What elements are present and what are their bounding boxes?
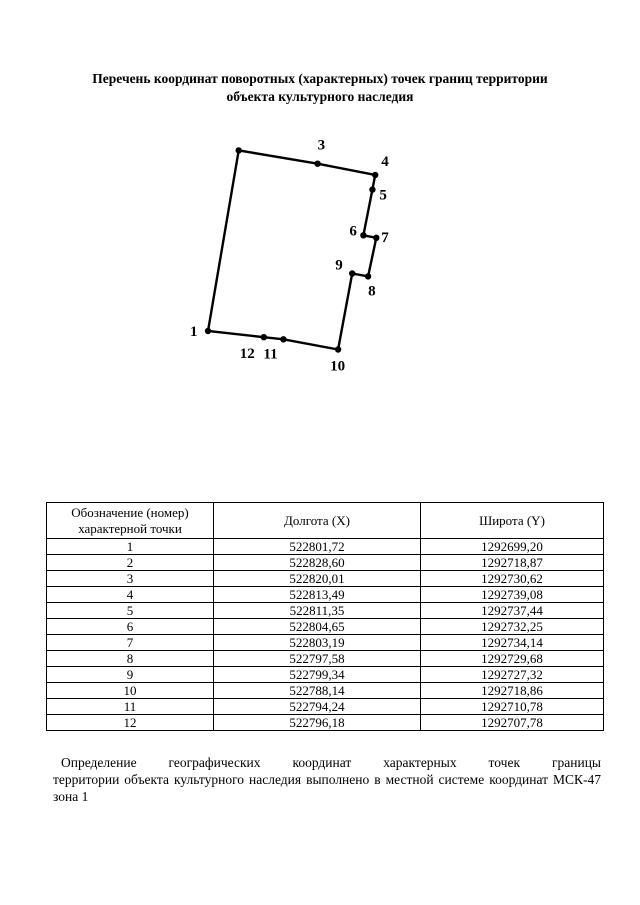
cell-y: 1292737,44	[420, 602, 604, 619]
point-label-4: 4	[381, 154, 389, 170]
point-label-1: 1	[190, 324, 198, 340]
boundary-point-1	[204, 327, 212, 335]
header-y: Широта (Y)	[420, 502, 604, 539]
cell-y: 1292718,86	[420, 682, 604, 699]
cell-x: 522788,14	[213, 682, 421, 699]
boundary-point-2	[235, 147, 242, 154]
boundary-plan: 123456789101112	[190, 140, 389, 375]
cell-n: 12	[46, 714, 214, 731]
table-header-row: Обозначение (номер) характерной точки До…	[46, 502, 604, 539]
cell-x: 522811,35	[213, 602, 421, 619]
cell-n: 5	[46, 602, 214, 619]
header-point: Обозначение (номер) характерной точки	[46, 502, 214, 539]
cell-n: 6	[46, 618, 214, 635]
point-label-3: 3	[318, 140, 326, 154]
cell-y: 1292727,32	[420, 666, 604, 683]
cell-x: 522804,65	[213, 618, 421, 635]
cell-y: 1292707,78	[420, 714, 604, 731]
cell-x: 522803,19	[213, 634, 421, 651]
boundary-point-4	[372, 171, 379, 179]
document-title: Перечень координат поворотных (характерн…	[0, 70, 640, 106]
header-x: Долгота (X)	[213, 502, 421, 539]
header-point-line-2: характерной точки	[78, 520, 182, 536]
boundary-point-6	[360, 232, 367, 239]
cell-y: 1292732,25	[420, 618, 604, 635]
boundary-point-5	[369, 186, 376, 193]
boundary-point-3	[314, 160, 321, 167]
cell-n: 9	[46, 666, 214, 683]
boundary-polygon	[206, 149, 378, 351]
cell-x: 522820,01	[213, 570, 421, 587]
cell-n: 1	[46, 538, 214, 555]
cell-n: 11	[46, 698, 214, 715]
cell-n: 3	[46, 570, 214, 587]
boundary-point-8	[364, 273, 372, 280]
cell-y: 1292699,20	[420, 538, 604, 555]
note-rest: территории объекта культурного наследия …	[53, 772, 601, 804]
note-paragraph: Определение географических координат хар…	[53, 754, 601, 805]
point-label-6: 6	[349, 223, 357, 239]
cell-n: 4	[46, 586, 214, 603]
header-point-line-1: Обозначение (номер)	[71, 504, 189, 520]
cell-y: 1292729,68	[420, 650, 604, 667]
cell-n: 8	[46, 650, 214, 667]
cell-x: 522796,18	[213, 714, 421, 731]
cell-n: 10	[46, 682, 214, 699]
cell-x: 522813,49	[213, 586, 421, 603]
title-line-1: Перечень координат поворотных (характерн…	[92, 71, 548, 86]
cell-y: 1292734,14	[420, 634, 604, 651]
cell-y: 1292739,08	[420, 586, 604, 603]
boundary-point-9	[349, 270, 356, 277]
title-line-2: объекта культурного наследия	[226, 89, 414, 104]
point-label-12: 12	[240, 346, 255, 362]
boundary-point-12	[260, 334, 267, 341]
cell-x: 522794,24	[213, 698, 421, 715]
coordinates-table: Обозначение (номер) характерной точки До…	[46, 502, 604, 731]
cell-n: 7	[46, 634, 214, 651]
note-line-1: Определение географических координат хар…	[61, 755, 601, 770]
cell-y: 1292718,87	[420, 554, 604, 571]
cell-y: 1292710,78	[420, 698, 604, 715]
cell-x: 522797,58	[213, 650, 421, 667]
point-label-9: 9	[335, 258, 343, 274]
boundary-point-11	[280, 336, 287, 343]
point-label-5: 5	[379, 188, 387, 204]
boundary-point-10	[334, 346, 342, 353]
point-label-10: 10	[330, 359, 345, 375]
cell-x: 522828,60	[213, 554, 421, 571]
boundary-point-7	[373, 234, 380, 241]
point-label-11: 11	[263, 346, 277, 362]
cell-y: 1292730,62	[420, 570, 604, 587]
cell-n: 2	[46, 554, 214, 571]
cell-x: 522801,72	[213, 538, 421, 555]
point-label-8: 8	[368, 283, 376, 299]
cell-x: 522799,34	[213, 666, 421, 683]
point-label-7: 7	[381, 230, 389, 246]
